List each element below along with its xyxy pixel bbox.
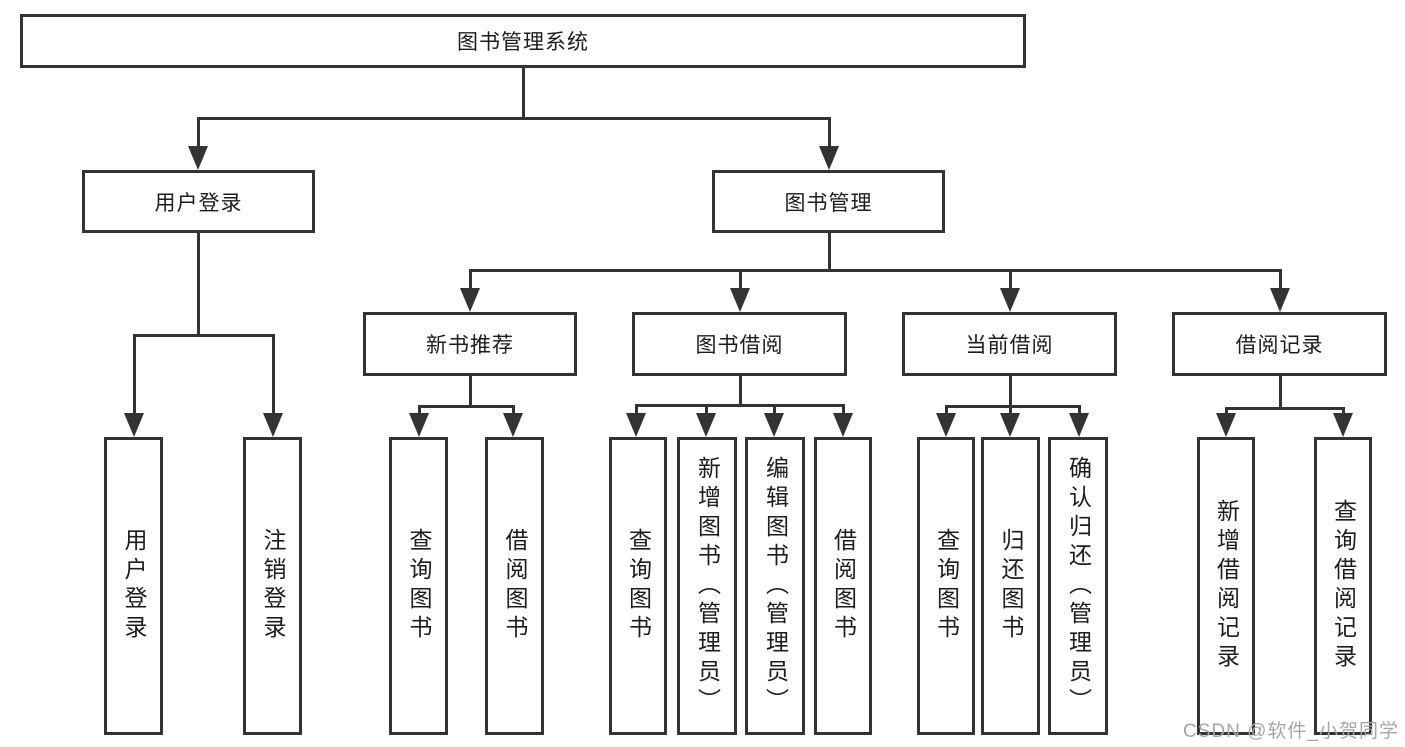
connector-line xyxy=(827,118,831,150)
node-leaf-user-login: 用户登录 xyxy=(104,437,163,735)
connector-line xyxy=(469,268,1282,272)
connector-line xyxy=(1008,406,1012,417)
connector-line xyxy=(197,116,831,120)
connector-line xyxy=(1341,408,1345,417)
connector-line xyxy=(418,404,515,408)
connector-line xyxy=(1224,408,1228,417)
node-label: 当前借阅 xyxy=(965,334,1054,357)
node-label: 新增借阅记录 xyxy=(1213,499,1240,673)
arrowhead-down-icon xyxy=(696,413,716,437)
arrowhead-down-icon xyxy=(460,288,480,312)
node-leaf-query-book-3: 查询图书 xyxy=(917,437,975,735)
arrowhead-down-icon xyxy=(626,413,646,437)
node-current-borrow: 当前借阅 xyxy=(902,312,1117,376)
node-label: 查询图书 xyxy=(625,528,652,644)
connector-line xyxy=(468,376,472,406)
node-label: 借阅记录 xyxy=(1235,334,1324,357)
node-label: 图书管理系统 xyxy=(457,31,589,54)
connector-line xyxy=(417,406,421,417)
arrowhead-down-icon xyxy=(819,146,839,170)
node-leaf-return-book: 归还图书 xyxy=(981,437,1040,735)
node-leaf-query-borrow-record: 查询借阅记录 xyxy=(1314,437,1372,735)
node-root: 图书管理系统 xyxy=(20,14,1026,68)
connector-line xyxy=(738,376,742,405)
arrowhead-down-icon xyxy=(188,146,208,170)
arrowhead-down-icon xyxy=(124,413,144,437)
node-user-login: 用户登录 xyxy=(82,170,315,233)
arrowhead-down-icon xyxy=(1000,413,1020,437)
connector-line xyxy=(132,335,136,417)
node-label: 新书推荐 xyxy=(426,334,514,357)
connector-line xyxy=(1225,406,1345,410)
node-label: 查询图书 xyxy=(933,528,960,644)
node-label: 用户登录 xyxy=(154,191,243,215)
connector-line xyxy=(634,405,638,417)
node-label: 新增图书（管理员） xyxy=(694,455,721,717)
connector-line xyxy=(704,405,708,417)
connector-line xyxy=(1008,376,1012,406)
node-book-management: 图书管理 xyxy=(712,170,945,233)
arrowhead-down-icon xyxy=(409,413,429,437)
arrowhead-down-icon xyxy=(503,413,523,437)
node-label: 用户登录 xyxy=(121,528,147,644)
connector-line xyxy=(635,403,845,407)
connector-line xyxy=(196,233,200,335)
connector-line xyxy=(944,406,948,417)
arrowhead-down-icon xyxy=(730,288,750,312)
arrowhead-down-icon xyxy=(936,413,956,437)
connector-line xyxy=(271,335,275,417)
connector-line xyxy=(841,405,845,417)
node-leaf-borrow-book-2: 借阅图书 xyxy=(814,437,872,735)
node-leaf-add-book-admin: 新增图书（管理员） xyxy=(677,437,737,735)
node-label: 查询图书 xyxy=(406,528,432,644)
connector-line xyxy=(1278,376,1282,408)
node-leaf-query-book-1: 查询图书 xyxy=(389,437,448,735)
node-leaf-logout: 注销登录 xyxy=(243,437,302,735)
arrowhead-down-icon xyxy=(1333,413,1353,437)
connector-line xyxy=(521,68,525,118)
node-leaf-query-book-2: 查询图书 xyxy=(609,437,667,735)
connector-line xyxy=(1008,270,1012,292)
arrowhead-down-icon xyxy=(263,413,283,437)
arrowhead-down-icon xyxy=(1216,413,1236,437)
csdn-watermark: CSDN @软件_小贺同学 xyxy=(1183,721,1399,742)
node-leaf-add-borrow-record: 新增借阅记录 xyxy=(1197,437,1255,735)
connector-line xyxy=(772,405,776,417)
node-leaf-borrow-book-1: 借阅图书 xyxy=(485,437,544,735)
arrowhead-down-icon xyxy=(1270,288,1290,312)
connector-line xyxy=(945,404,1081,408)
node-label: 归还图书 xyxy=(998,528,1024,644)
connector-line xyxy=(133,333,275,337)
connector-line xyxy=(1077,406,1081,417)
node-label: 编辑图书（管理员） xyxy=(762,455,789,717)
node-label: 注销登录 xyxy=(260,528,286,644)
connector-line xyxy=(511,406,515,417)
arrowhead-down-icon xyxy=(833,413,853,437)
arrowhead-down-icon xyxy=(1000,288,1020,312)
node-leaf-edit-book-admin: 编辑图书（管理员） xyxy=(745,437,805,735)
node-label: 图书借阅 xyxy=(695,334,784,357)
node-new-book-recommend: 新书推荐 xyxy=(363,312,577,376)
node-label: 借阅图书 xyxy=(502,528,528,644)
node-label: 图书管理 xyxy=(784,191,873,215)
arrowhead-down-icon xyxy=(1069,413,1089,437)
arrowhead-down-icon xyxy=(764,413,784,437)
node-book-borrow: 图书借阅 xyxy=(632,312,847,376)
connector-line xyxy=(1278,270,1282,292)
connector-line xyxy=(827,233,831,270)
node-label: 确认归还（管理员） xyxy=(1065,455,1092,717)
node-leaf-confirm-return-admin: 确认归还（管理员） xyxy=(1048,437,1108,735)
node-label: 查询借阅记录 xyxy=(1330,499,1357,673)
connector-line xyxy=(468,270,472,292)
node-label: 借阅图书 xyxy=(830,528,857,644)
connector-line xyxy=(196,118,200,150)
connector-line xyxy=(738,270,742,292)
node-borrow-record: 借阅记录 xyxy=(1172,312,1387,376)
